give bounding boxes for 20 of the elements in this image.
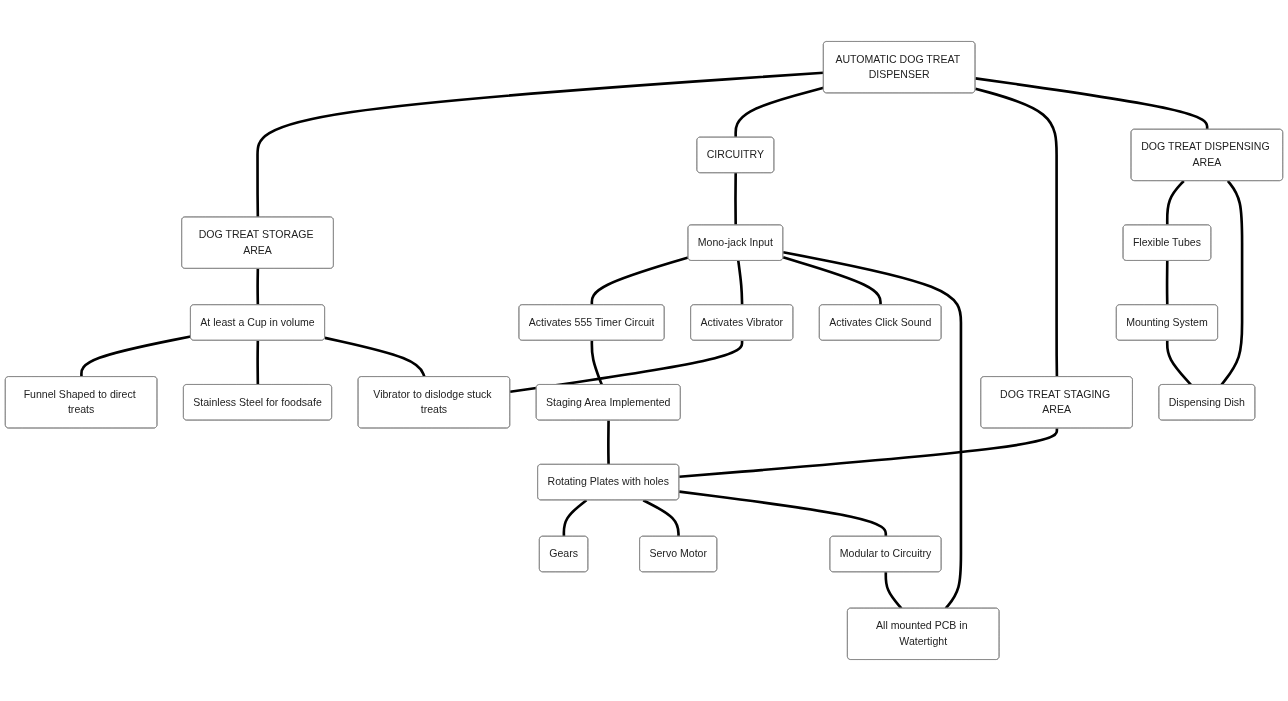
connector: [256, 340, 260, 385]
connector: [734, 173, 737, 226]
connector: [1165, 340, 1192, 386]
connector: [734, 86, 824, 138]
connector: [1165, 260, 1169, 305]
connector: [256, 71, 824, 218]
connector: [782, 250, 963, 610]
connector: [590, 340, 604, 386]
connector: [590, 256, 689, 305]
connector: [1220, 180, 1244, 386]
connector: [782, 256, 882, 305]
connector: [642, 499, 680, 537]
connector: [737, 260, 744, 305]
connector: [975, 87, 1059, 377]
connector: [562, 499, 588, 537]
connector: [607, 420, 610, 465]
connector: [884, 572, 903, 610]
connector: [1165, 180, 1185, 226]
connector: [256, 268, 260, 305]
connector: [324, 336, 426, 378]
